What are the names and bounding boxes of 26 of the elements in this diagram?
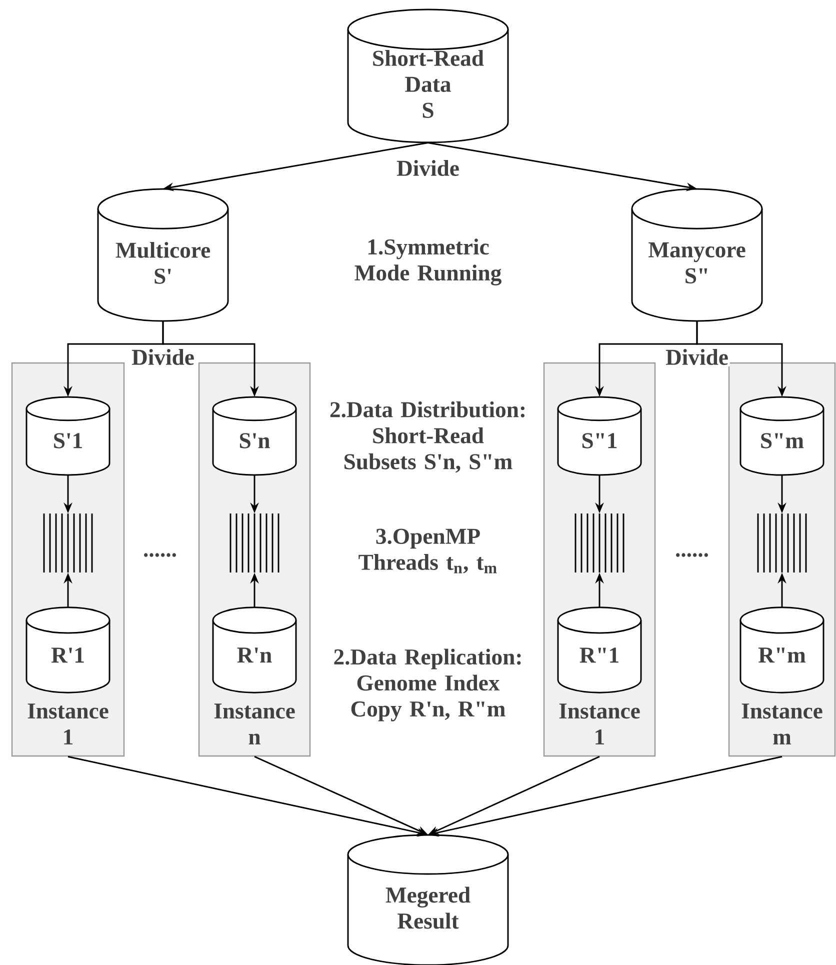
node-label: Megered Result	[386, 886, 470, 929]
annotation: ......	[144, 553, 176, 557]
annotation: 3.OpenMP Threads t$_{n}$, t$_{m}$	[358, 528, 497, 574]
database-cylinder: Short-Read Data S	[347, 8, 509, 144]
annotation: ......	[676, 553, 708, 557]
thread-lines	[230, 514, 280, 572]
database-cylinder: R'1	[26, 606, 110, 694]
annotation: 2.Data Replication: Genome Index Copy R'n, R"m	[334, 648, 521, 722]
database-cylinder: S"1	[557, 396, 642, 476]
database-cylinder: R"m	[740, 606, 824, 694]
annotation: 1.Symmetric Mode Running	[354, 238, 502, 286]
edge-label: Divide	[395, 158, 461, 178]
database-cylinder: S"m	[740, 396, 824, 476]
database-cylinder: S'n	[212, 396, 297, 476]
database-cylinder: S'1	[26, 396, 110, 476]
thread-lines	[574, 514, 624, 572]
thread-lines	[43, 514, 93, 572]
edge-label: Divide	[664, 348, 730, 366]
annotation: 2.Data Distribution: Short-Read Subsets S'n, S"m	[330, 401, 524, 473]
database-cylinder: Multicore S'	[97, 188, 229, 322]
database-cylinder: R'n	[212, 606, 297, 694]
edge-label: Divide	[130, 348, 196, 366]
database-cylinder: R"1	[557, 606, 642, 694]
database-cylinder: Manycore S"	[631, 188, 763, 322]
database-cylinder: Megered Result	[347, 834, 509, 965]
thread-lines	[757, 514, 807, 572]
